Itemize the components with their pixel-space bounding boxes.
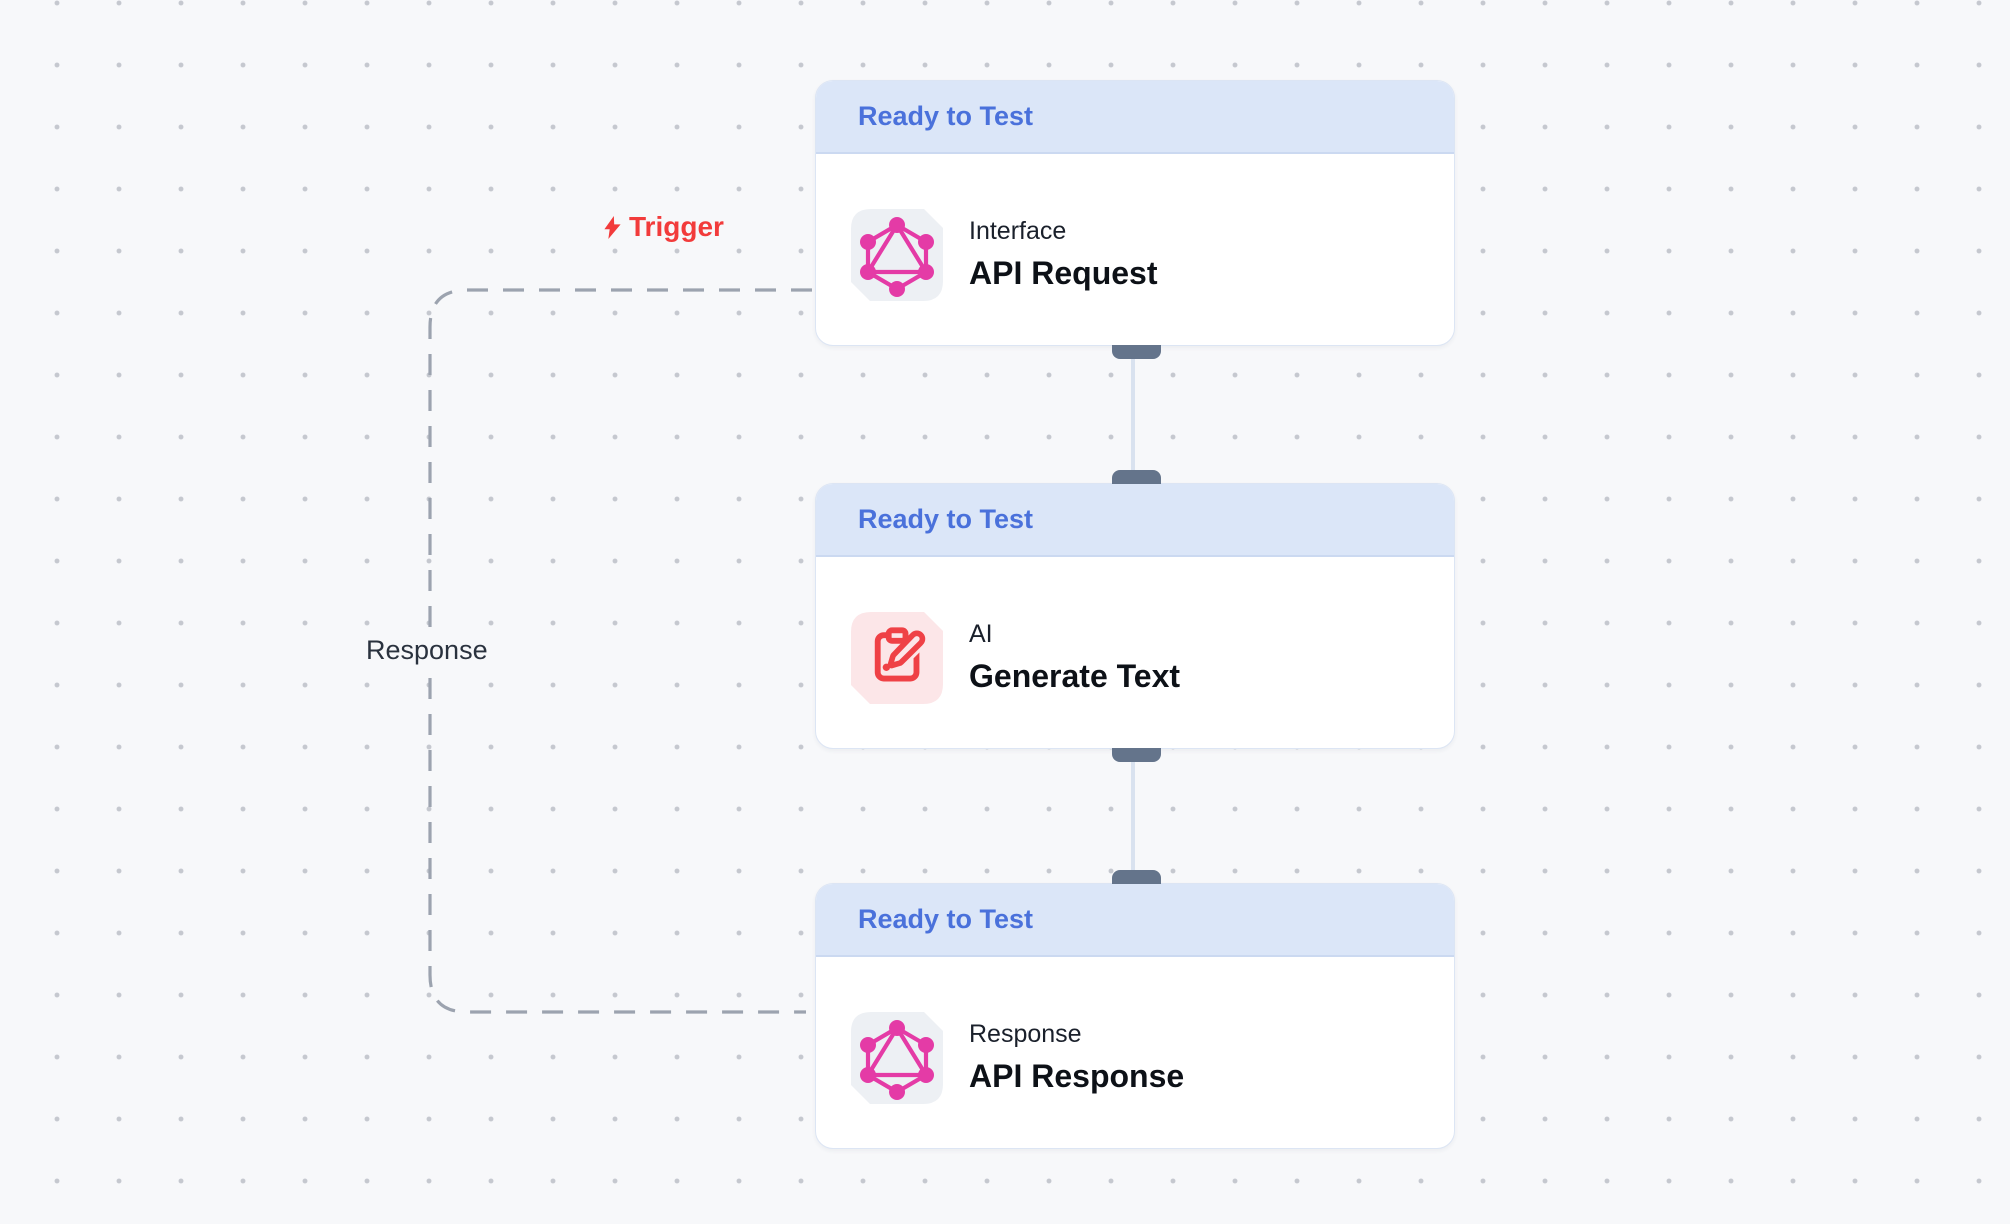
connector-node1-node2 [1131, 346, 1135, 483]
node-api-request[interactable]: Ready to Test Interface API Request [815, 80, 1455, 359]
node-status-header: Ready to Test [816, 81, 1454, 154]
input-handle[interactable] [1111, 870, 1161, 884]
node-title: Generate Text [969, 657, 1181, 694]
trigger-label-text: Trigger [629, 211, 724, 242]
graphql-icon [851, 208, 943, 301]
status-badge: Ready to Test [858, 904, 1034, 934]
node-status-header: Ready to Test [816, 884, 1454, 957]
connector-node2-node3 [1131, 749, 1135, 883]
response-edge-label: Response [356, 632, 498, 669]
trigger-label: Trigger [599, 211, 724, 243]
status-badge: Ready to Test [858, 101, 1034, 131]
node-title: API Request [969, 254, 1158, 291]
node-api-response[interactable]: Ready to Test Response API Response [815, 870, 1455, 1149]
node-category: Interface [969, 217, 1067, 246]
node-status-header: Ready to Test [816, 484, 1454, 557]
lightning-bolt-icon [604, 215, 621, 239]
node-category: Response [969, 1020, 1082, 1049]
status-badge: Ready to Test [858, 504, 1034, 534]
graphql-icon [851, 1011, 943, 1104]
output-handle[interactable] [1111, 345, 1161, 359]
clipboard-pen-icon [851, 611, 943, 704]
node-generate-text[interactable]: Ready to Test AI Generate Text [815, 470, 1455, 762]
node-title: API Response [969, 1057, 1185, 1094]
input-handle[interactable] [1111, 470, 1161, 484]
output-handle[interactable] [1111, 748, 1161, 762]
node-body: AI Generate Text [816, 557, 1454, 748]
node-category: AI [969, 620, 993, 649]
node-body: Interface API Request [816, 154, 1454, 345]
node-body: Response API Response [816, 957, 1454, 1148]
